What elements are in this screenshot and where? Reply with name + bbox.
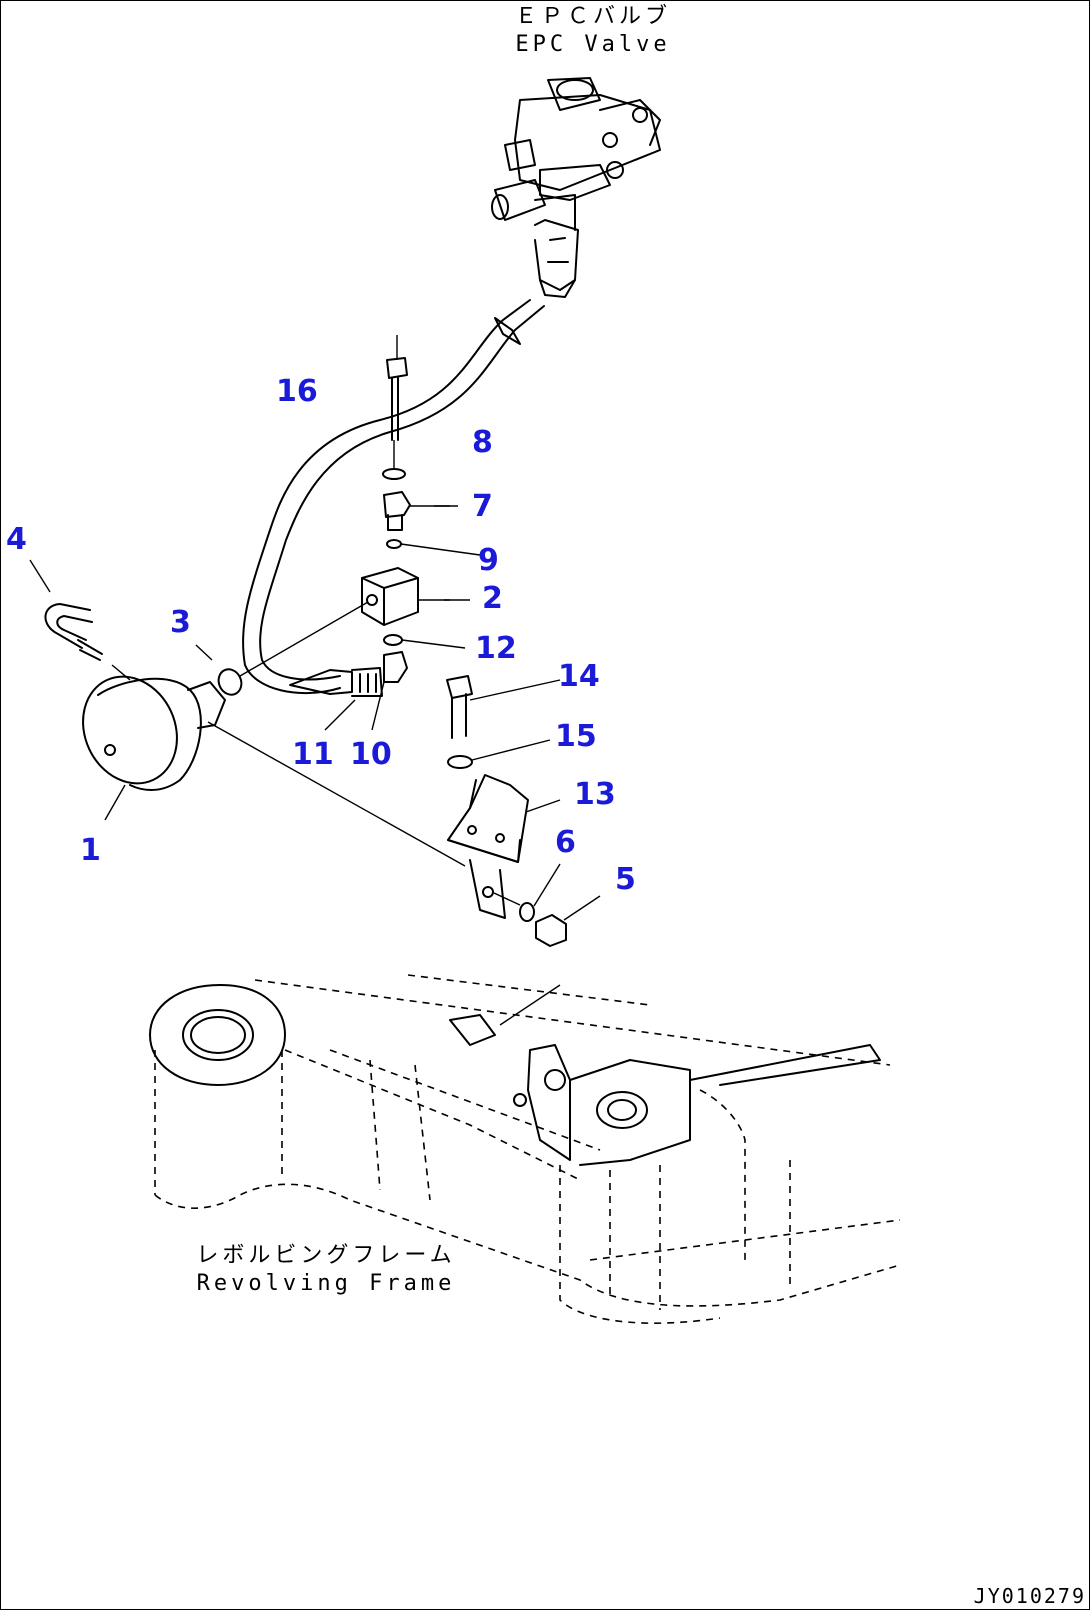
callout-13: 13 (574, 777, 616, 812)
callout-16: 16 (276, 374, 318, 409)
revolving-frame-drawing (149, 974, 901, 1324)
callout-15: 15 (555, 719, 597, 754)
callout-3: 3 (170, 605, 191, 640)
revolving-frame-caption-en: Revolving Frame (196, 1271, 456, 1296)
callout-5: 5 (615, 862, 636, 897)
callout-6: 6 (555, 825, 576, 860)
epc-valve-caption-en: EPC Valve (515, 32, 671, 57)
callout-1: 1 (80, 833, 101, 868)
revolving-frame-caption-jp: レボルビングフレーム (196, 1243, 456, 1268)
drawing-code: JY010279 (973, 1584, 1086, 1608)
bracket-13-drawing (446, 675, 601, 947)
epc-valve-caption-jp: ＥＰＣバルブ (514, 4, 671, 29)
callout-9: 9 (478, 543, 499, 578)
callout-14: 14 (558, 659, 600, 694)
callout-10: 10 (350, 737, 392, 772)
epc-valve-drawing (491, 77, 661, 298)
hose-16-drawing (242, 299, 545, 697)
callout-12: 12 (475, 631, 517, 666)
u-bolt-4-drawing (29, 559, 103, 661)
callout-11: 11 (292, 737, 334, 772)
fitting-stack-drawing (324, 335, 481, 731)
accumulator-1-drawing (82, 664, 466, 867)
o-ring-3-drawing (195, 601, 369, 696)
callout-8: 8 (472, 425, 493, 460)
callout-7: 7 (472, 489, 493, 524)
callout-4: 4 (6, 522, 27, 557)
callout-2: 2 (482, 581, 503, 616)
